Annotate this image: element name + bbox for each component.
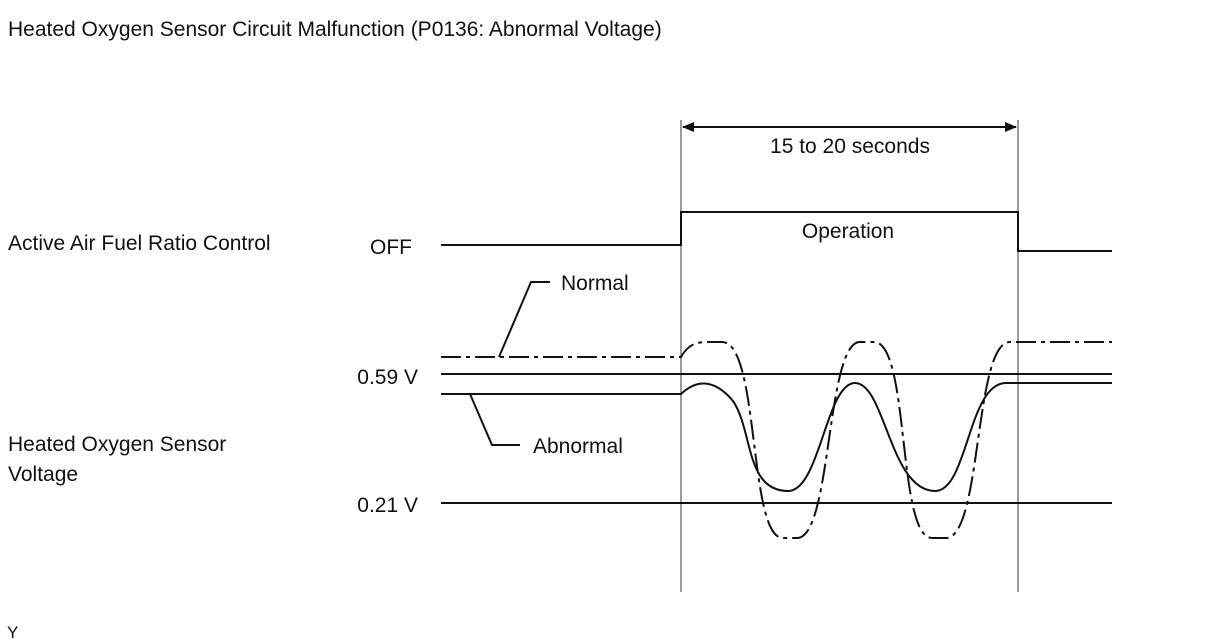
off-level-label: OFF xyxy=(370,236,412,259)
operation-label: Operation xyxy=(802,220,894,243)
normal-leader-line xyxy=(498,281,550,358)
diagram-title: Heated Oxygen Sensor Circuit Malfunction… xyxy=(8,18,662,41)
abnormal-waveform xyxy=(441,381,1112,493)
figure-code: Y xyxy=(7,623,18,642)
high-voltage-label: 0.59 V xyxy=(357,366,418,389)
normal-waveform xyxy=(441,340,1112,539)
abnormal-legend-label: Abnormal xyxy=(533,435,623,458)
sensor-voltage-label-line1: Heated Oxygen Sensor xyxy=(8,433,226,456)
control-signal-waveform xyxy=(441,211,1112,252)
sensor-voltage-label-line2: Voltage xyxy=(8,463,78,486)
normal-legend-label: Normal xyxy=(561,272,629,295)
control-signal-label: Active Air Fuel Ratio Control xyxy=(8,232,271,255)
abnormal-leader-line xyxy=(469,393,520,446)
duration-label: 15 to 20 seconds xyxy=(770,135,930,158)
low-voltage-label: 0.21 V xyxy=(357,494,418,517)
